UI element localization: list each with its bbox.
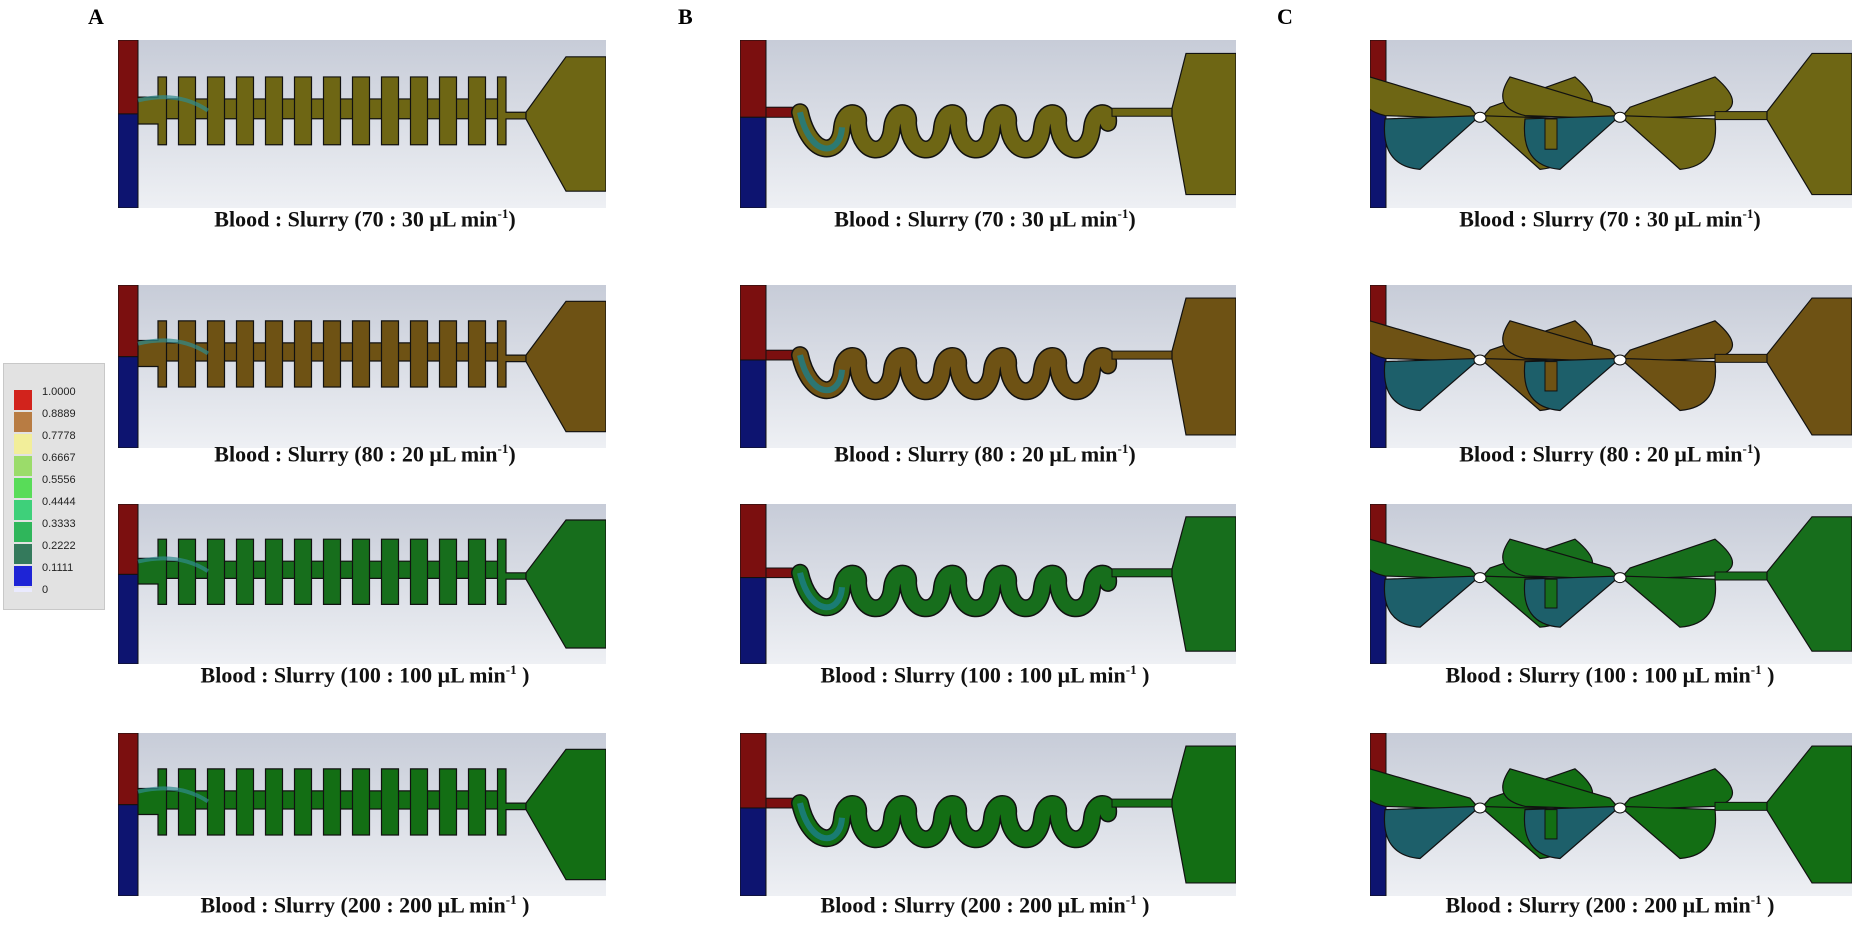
- legend-swatch: [14, 456, 32, 476]
- panel-a-1: [118, 40, 606, 208]
- legend-entry: 0.4444: [14, 496, 100, 520]
- legend-value: 0.4444: [42, 496, 76, 508]
- panel-b-2: [740, 285, 1236, 448]
- legend-entry: 0.6667: [14, 452, 100, 476]
- legend-entry: 0.8889: [14, 408, 100, 432]
- legend-value: 0.1111: [42, 562, 74, 574]
- legend-entry: 1.0000: [14, 386, 100, 410]
- caption-c-4: Blood : Slurry (200 : 200 μL min-1 ): [1445, 892, 1775, 918]
- legend-swatch: [14, 566, 32, 586]
- channel-diagram-comb: [118, 285, 606, 448]
- caption-a-4: Blood : Slurry (200 : 200 μL min-1 ): [200, 892, 530, 918]
- channel-diagram-bowtie: [1370, 285, 1852, 448]
- legend-swatch: [14, 434, 32, 454]
- panel-c-1: [1370, 40, 1852, 208]
- legend-value: 0.8889: [42, 408, 76, 420]
- legend-value: 0: [42, 584, 49, 596]
- legend-entry: 0.7778: [14, 430, 100, 454]
- column-label-c: C: [1277, 4, 1293, 29]
- legend-value: 0.7778: [42, 430, 76, 442]
- panel-b-4: [740, 733, 1236, 896]
- concentration-legend: 1.0000 0.8889 0.7778 0.6667 0.5556 0.4444 0.33…: [3, 363, 105, 610]
- panel-a-4: [118, 733, 606, 896]
- panel-b-3: [740, 504, 1236, 664]
- legend-value: 0.3333: [42, 518, 76, 530]
- legend-entry: 0.1111: [14, 562, 100, 586]
- channel-diagram-bowtie: [1370, 733, 1852, 896]
- channel-diagram-bowtie: [1370, 504, 1852, 664]
- legend-value: 0.2222: [42, 540, 76, 552]
- panel-c-4: [1370, 733, 1852, 896]
- panel-a-2: [118, 285, 606, 448]
- caption-b-3: Blood : Slurry (100 : 100 μL min-1 ): [820, 662, 1150, 688]
- legend-swatch: [14, 412, 32, 432]
- panel-b-1: [740, 40, 1236, 208]
- legend-swatch: [14, 478, 32, 498]
- legend-swatch: [14, 390, 32, 410]
- channel-diagram-bowtie: [1370, 40, 1852, 208]
- channel-diagram-comb: [118, 504, 606, 664]
- caption-b-2: Blood : Slurry (80 : 20 μL min-1): [834, 441, 1136, 467]
- caption-c-1: Blood : Slurry (70 : 30 μL min-1): [1459, 206, 1761, 232]
- caption-a-2: Blood : Slurry (80 : 20 μL min-1): [214, 441, 516, 467]
- channel-diagram-comb: [118, 733, 606, 896]
- column-label-a: A: [88, 4, 104, 29]
- channel-diagram-wave: [740, 504, 1236, 664]
- legend-value: 0.5556: [42, 474, 76, 486]
- caption-b-1: Blood : Slurry (70 : 30 μL min-1): [834, 206, 1136, 232]
- panel-c-3: [1370, 504, 1852, 664]
- column-label-b: B: [678, 4, 693, 29]
- caption-c-3: Blood : Slurry (100 : 100 μL min-1 ): [1445, 662, 1775, 688]
- panel-a-3: [118, 504, 606, 664]
- legend-entry: 0.2222: [14, 540, 100, 564]
- legend-value: 1.0000: [42, 386, 76, 398]
- channel-diagram-wave: [740, 733, 1236, 896]
- legend-swatch: [14, 500, 32, 520]
- channel-diagram-wave: [740, 40, 1236, 208]
- caption-c-2: Blood : Slurry (80 : 20 μL min-1): [1459, 441, 1761, 467]
- caption-b-4: Blood : Slurry (200 : 200 μL min-1 ): [820, 892, 1150, 918]
- panel-c-2: [1370, 285, 1852, 448]
- legend-swatch: [14, 588, 32, 592]
- legend-entry: 0: [14, 584, 100, 604]
- caption-a-3: Blood : Slurry (100 : 100 μL min-1 ): [200, 662, 530, 688]
- legend-entry: 0.5556: [14, 474, 100, 498]
- channel-diagram-wave: [740, 285, 1236, 448]
- legend-entry: 0.3333: [14, 518, 100, 542]
- legend-swatch: [14, 522, 32, 542]
- legend-value: 0.6667: [42, 452, 76, 464]
- channel-diagram-comb: [118, 40, 606, 208]
- legend-swatch: [14, 544, 32, 564]
- caption-a-1: Blood : Slurry (70 : 30 μL min-1): [214, 206, 516, 232]
